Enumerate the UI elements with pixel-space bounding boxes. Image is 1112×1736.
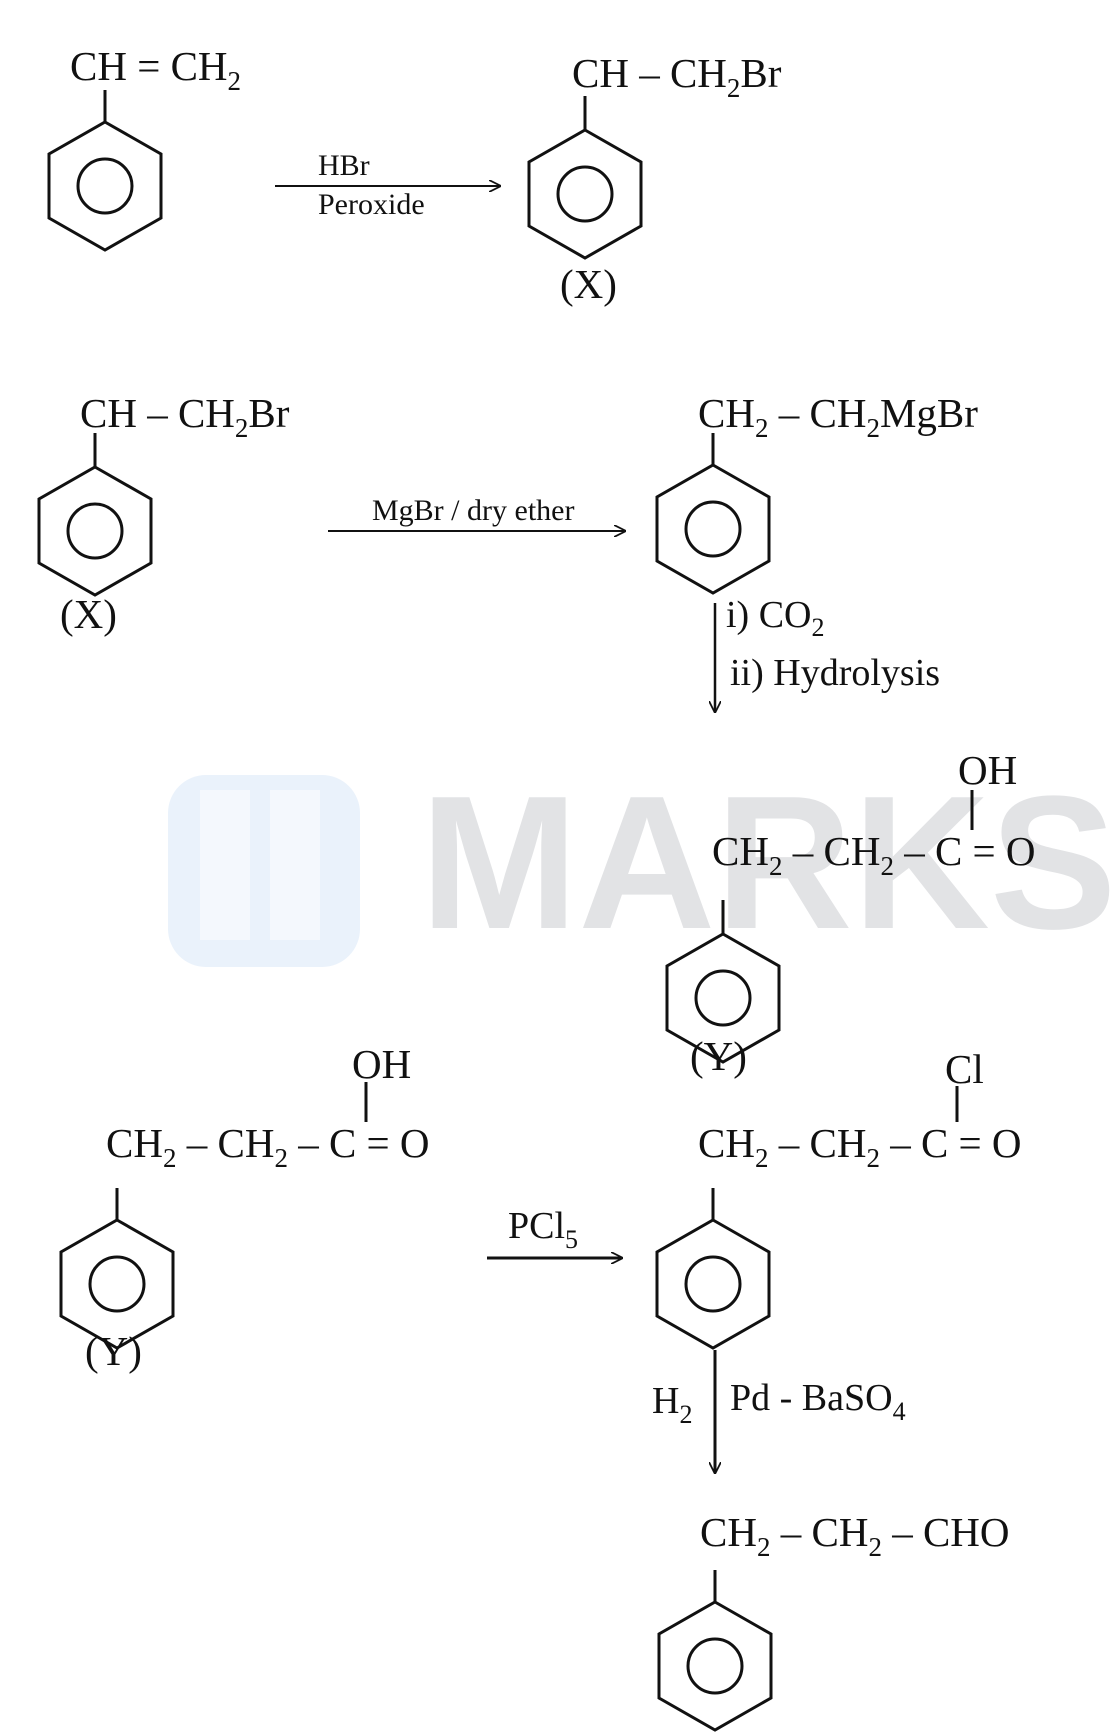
benzene-ring-icon	[47, 120, 163, 252]
benzene-ring-icon	[657, 1600, 773, 1732]
step4-oh: OH	[352, 1041, 411, 1087]
step5-down-arrow: H2 Pd - BaSO4	[652, 1350, 906, 1473]
step3-product-formula: CH2 – CH2 – C = O	[712, 828, 1036, 881]
step1-reagent-top: HBr	[318, 149, 370, 182]
step4-cl: Cl	[945, 1046, 984, 1092]
step4-reactant-tag: (Y)	[85, 1328, 142, 1374]
step1-product-tag: (X)	[560, 261, 617, 307]
step1-arrow: HBr Peroxide	[275, 149, 500, 221]
step5-reagent-right: Pd - BaSO4	[730, 1377, 906, 1426]
benzene-ring-icon	[655, 1218, 771, 1350]
benzene-ring-icon	[655, 463, 771, 595]
step1-reagent-bottom: Peroxide	[318, 188, 425, 221]
step4-arrow: PCl5	[487, 1205, 622, 1258]
step2-product-formula: CH2 – CH2MgBr	[698, 390, 978, 443]
step2-arrow: MgBr / dry ether	[328, 494, 625, 531]
marks-logo-icon	[168, 775, 360, 967]
benzene-ring-icon	[665, 932, 781, 1064]
step2-down-reagent-1: i) CO2	[726, 594, 825, 642]
step4-reagent: PCl5	[508, 1205, 578, 1254]
step3-oh: OH	[958, 747, 1017, 793]
step5-product: CH2 – CH2 – CHO	[657, 1509, 1010, 1732]
step1-reactant: CH = CH2	[47, 43, 241, 252]
step1-reactant-formula: CH = CH2	[70, 43, 241, 96]
watermark-text: MARKS	[420, 757, 1112, 969]
benzene-ring-icon	[59, 1218, 175, 1350]
step2-product: CH2 – CH2MgBr	[655, 390, 978, 595]
step4-reactant-formula: CH2 – CH2 – C = O	[106, 1120, 430, 1173]
step1-product: CH – CH2Br (X)	[527, 50, 782, 307]
watermark: MARKS	[168, 757, 1112, 969]
step3-product: CH2 – CH2 – C = O OH (Y)	[665, 747, 1036, 1079]
step4-product-formula: CH2 – CH2 – C = O	[698, 1120, 1022, 1173]
step5-reagent-left: H2	[652, 1380, 692, 1429]
step3-product-tag: (Y)	[690, 1033, 747, 1079]
benzene-ring-icon	[37, 465, 153, 597]
step2-reactant: CH – CH2Br (X)	[37, 390, 290, 637]
step2-reactant-formula: CH – CH2Br	[80, 390, 290, 443]
step2-reagent: MgBr / dry ether	[372, 494, 574, 527]
step1-product-formula: CH – CH2Br	[572, 50, 782, 103]
step5-product-formula: CH2 – CH2 – CHO	[700, 1509, 1010, 1562]
step2-reactant-tag: (X)	[60, 591, 117, 637]
benzene-ring-icon	[527, 128, 643, 260]
step4-reactant: CH2 – CH2 – C = O OH (Y)	[59, 1041, 430, 1374]
step4-product: CH2 – CH2 – C = O Cl	[655, 1046, 1022, 1350]
step2-down-reagent-2: ii) Hydrolysis	[730, 652, 940, 694]
step2-down-arrow: i) CO2 ii) Hydrolysis	[715, 594, 940, 712]
